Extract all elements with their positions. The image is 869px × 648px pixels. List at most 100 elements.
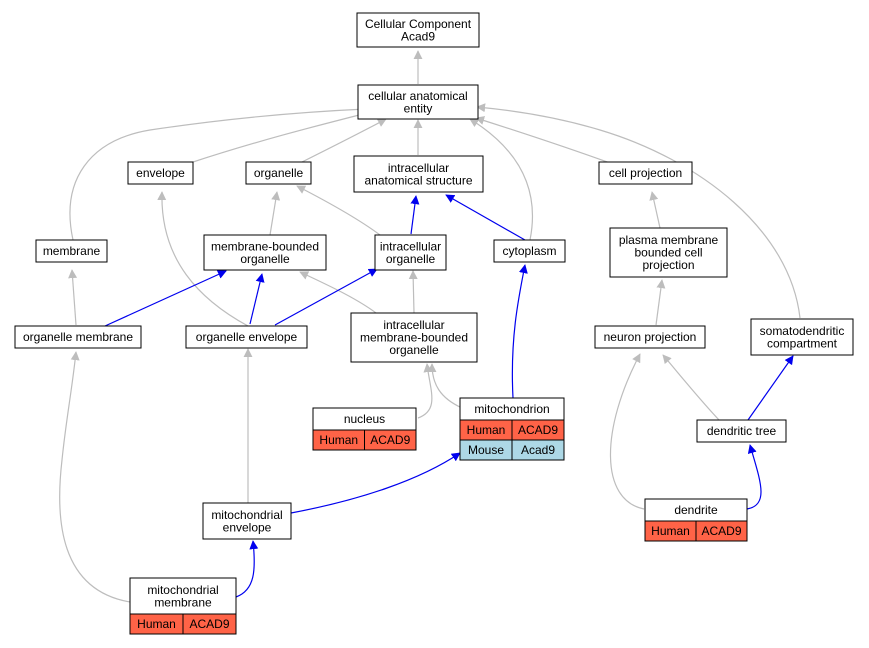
- gene-label: Acad9: [521, 443, 555, 457]
- node-box: [203, 234, 327, 271]
- node-label-line: bounded cell: [634, 246, 702, 260]
- edge-dtree-sdc: [747, 355, 794, 421]
- node-box: [202, 502, 292, 540]
- node-label-line: membrane-bounded: [211, 239, 319, 253]
- edge-cytoplasm-cae: [469, 118, 534, 241]
- node-label-line: Acad9: [401, 29, 435, 43]
- node-box: [350, 312, 478, 363]
- edge-sdc-cae: [476, 103, 801, 319]
- node-label-line: projection: [642, 258, 694, 272]
- node-box: [129, 577, 237, 615]
- species-label: Human: [651, 524, 690, 538]
- edge-mbo-organelle: [269, 191, 281, 236]
- node-box: [127, 161, 194, 185]
- node-dtree[interactable]: dendritic tree: [696, 419, 787, 443]
- node-label-line: entity: [404, 101, 433, 115]
- node-box: [14, 325, 142, 349]
- species-label: Human: [467, 423, 506, 437]
- edge-mitomem-mitoenv: [235, 540, 259, 598]
- node-label-line: intracellular: [380, 239, 441, 253]
- gene-label: ACAD9: [701, 524, 741, 538]
- node-envelope[interactable]: envelope: [127, 161, 194, 185]
- node-label-line: organelle: [386, 252, 436, 266]
- node-label-line: envelope: [136, 166, 185, 180]
- node-box: [493, 239, 566, 263]
- node-orgmem[interactable]: organelle membrane: [14, 325, 142, 349]
- node-orgenv[interactable]: organelle envelope: [185, 325, 308, 349]
- edge-io-ias: [410, 195, 420, 235]
- edge-mito-imbo: [427, 363, 463, 409]
- node-label-line: cytoplasm: [502, 244, 556, 258]
- node-membrane[interactable]: membrane: [35, 239, 108, 263]
- node-box: [696, 419, 787, 443]
- node-box: [598, 161, 693, 185]
- node-box: [356, 12, 480, 48]
- edge-imbo-mbo: [299, 271, 381, 317]
- edge-orgmem-membrane: [68, 269, 78, 326]
- node-label-line: dendrite: [674, 503, 718, 517]
- gene-label: ACAD9: [370, 433, 410, 447]
- node-label-line: mitochondrial: [147, 583, 218, 597]
- node-label-line: compartment: [767, 336, 838, 350]
- edge-cytoplasm-ias: [445, 194, 526, 241]
- node-label-line: Cellular Component: [365, 17, 472, 31]
- node-box: [374, 234, 447, 271]
- node-organelle[interactable]: organelle: [245, 161, 312, 185]
- node-neuproj[interactable]: neuron projection: [594, 325, 706, 349]
- node-label-line: dendritic tree: [707, 424, 777, 438]
- edge-orgmem-mbo: [104, 270, 227, 327]
- gene-label: ACAD9: [189, 617, 229, 631]
- gene-cell: [182, 613, 237, 635]
- node-label-line: organelle: [254, 166, 304, 180]
- edge-orgenv-io: [274, 268, 378, 326]
- node-label-line: neuron projection: [604, 330, 697, 344]
- edge-dtree-neuproj: [662, 354, 721, 422]
- node-label-line: cellular anatomical: [368, 89, 467, 103]
- edge-mitomem-orgmem: [59, 351, 131, 603]
- species-label: Human: [319, 433, 358, 447]
- node-box: [594, 325, 706, 349]
- node-label-line: mitochondrial: [211, 508, 282, 522]
- species-label: Human: [137, 617, 176, 631]
- node-cellproj[interactable]: cell projection: [598, 161, 693, 185]
- node-label-line: nucleus: [344, 412, 385, 426]
- node-label-line: membrane: [154, 595, 212, 609]
- edge-organelle-cae: [299, 118, 387, 164]
- gene-cell: [511, 439, 565, 461]
- gene-cell: [364, 429, 417, 451]
- gene-label: ACAD9: [518, 423, 558, 437]
- node-label-line: cell projection: [609, 166, 682, 180]
- node-box: [750, 318, 854, 356]
- node-cytoplasm[interactable]: cytoplasm: [493, 239, 566, 263]
- species-label: Mouse: [468, 443, 504, 457]
- edge-dendrite-neuproj: [609, 353, 645, 510]
- node-label-line: membrane: [43, 244, 101, 258]
- node-box: [245, 161, 312, 185]
- node-box: [185, 325, 308, 349]
- edge-neuproj-pmbcp: [655, 279, 666, 326]
- node-label-line: organelle: [240, 252, 290, 266]
- node-box: [353, 155, 484, 193]
- node-label-line: intracellular: [383, 318, 444, 332]
- edge-pmbcp-cellproj: [649, 191, 661, 229]
- node-label-line: intracellular: [388, 161, 449, 175]
- edge-dendrite-dtree: [746, 444, 762, 510]
- node-label-line: anatomical structure: [364, 173, 472, 187]
- node-label-line: envelope: [223, 520, 272, 534]
- node-label-line: somatodendritic: [760, 324, 845, 338]
